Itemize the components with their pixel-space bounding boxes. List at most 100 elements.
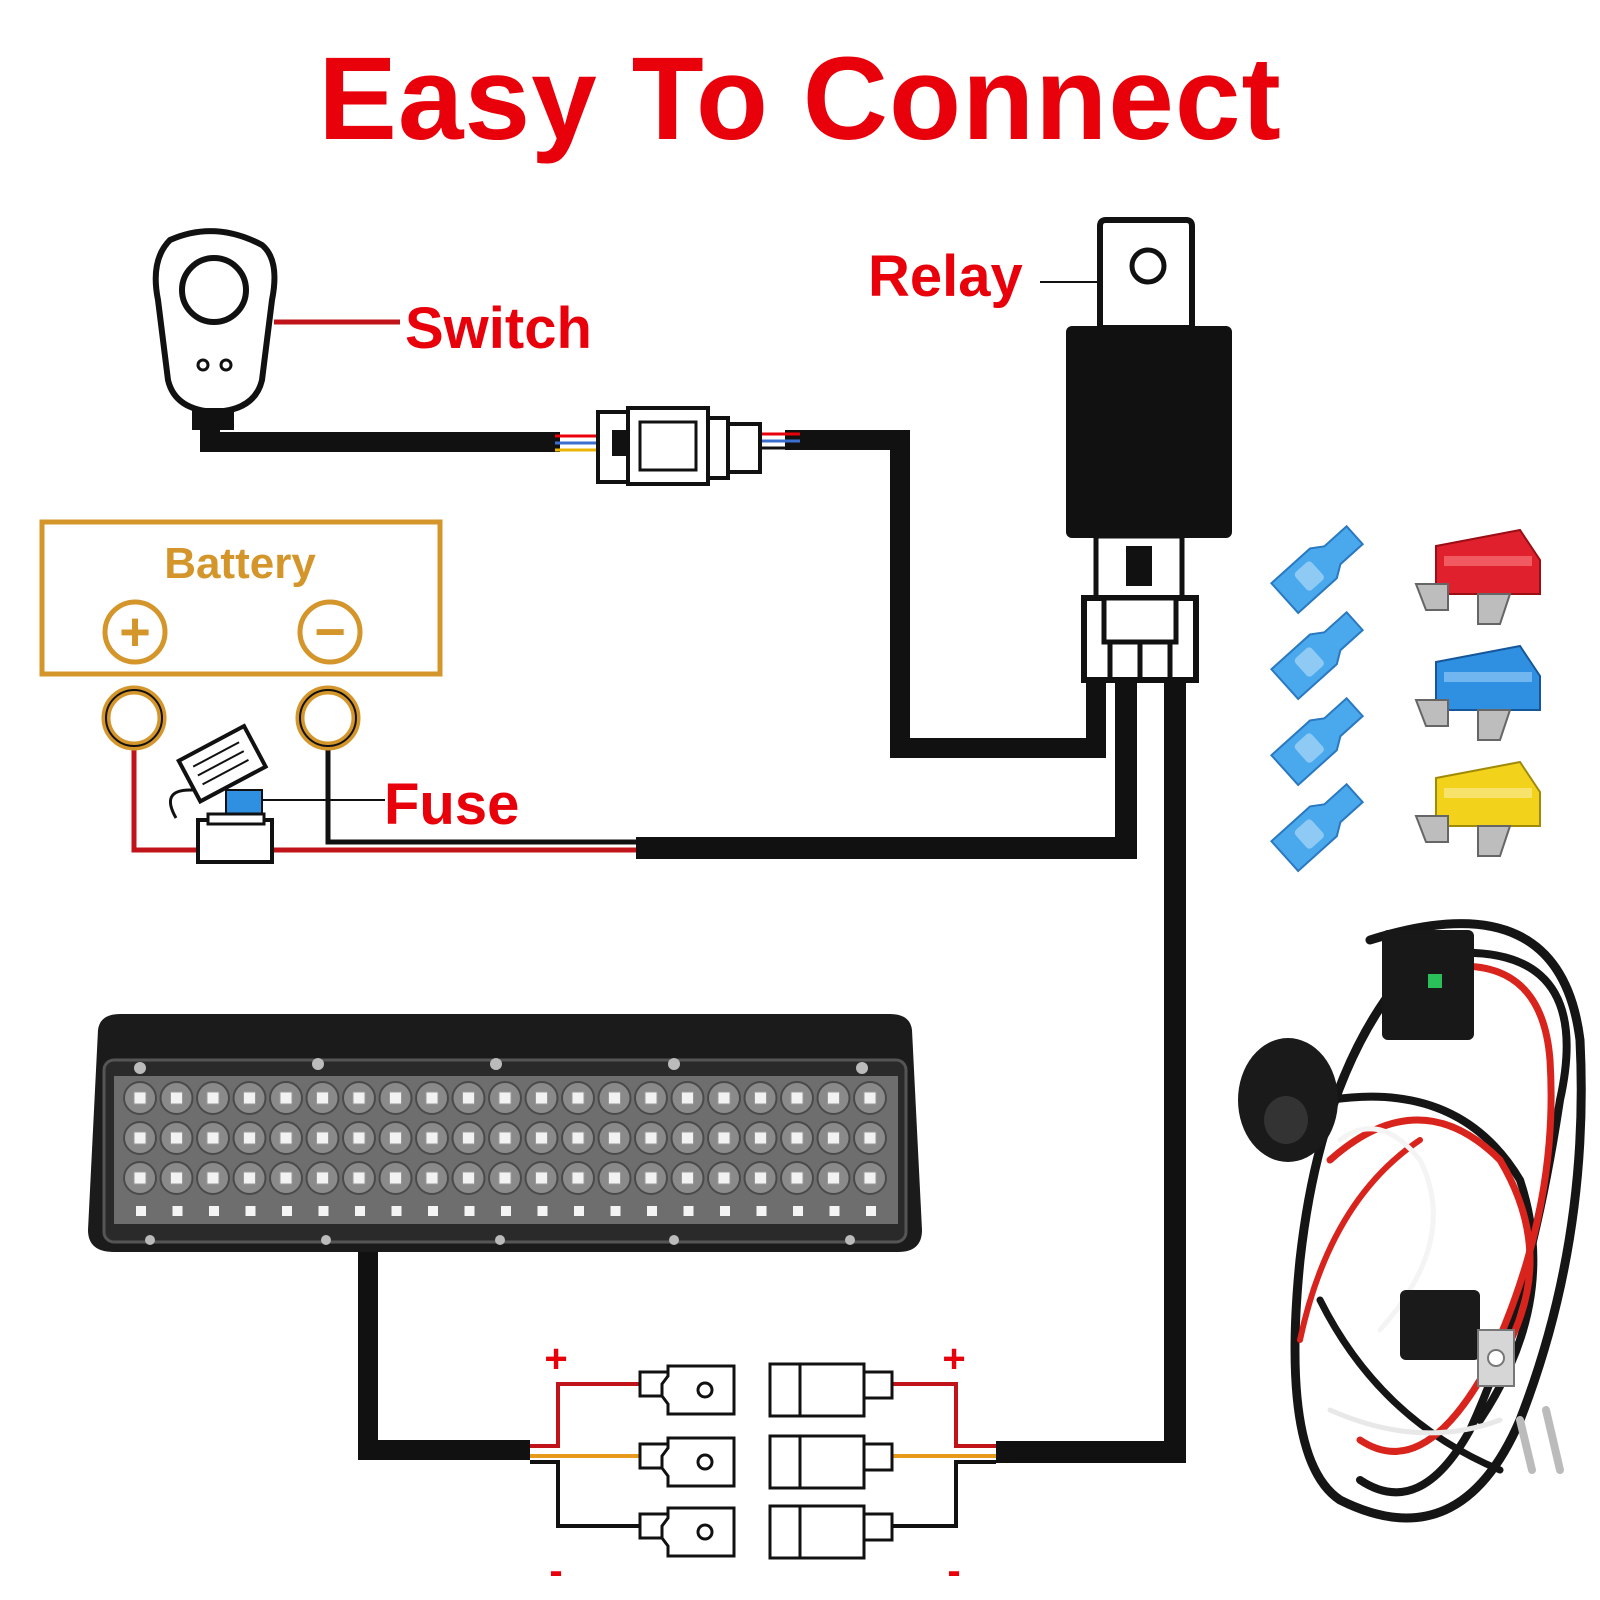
led-chip bbox=[389, 1091, 402, 1105]
led-chip-bottom bbox=[501, 1206, 511, 1216]
led-chip-bottom bbox=[318, 1206, 329, 1216]
blade-fuse-blue bbox=[1414, 644, 1541, 741]
led-chip bbox=[827, 1091, 840, 1105]
led-chip bbox=[206, 1171, 220, 1185]
spade-terminal-left-3 bbox=[638, 1506, 736, 1558]
battery-minus-sign: − bbox=[314, 602, 346, 662]
spade-terminal-left-2 bbox=[638, 1436, 736, 1488]
led-chip bbox=[644, 1091, 658, 1105]
led-chip bbox=[425, 1171, 439, 1185]
red-wires bbox=[131, 319, 636, 853]
led-chip bbox=[352, 1131, 366, 1145]
led-chip bbox=[827, 1171, 840, 1185]
female-terminal-right-1 bbox=[768, 1362, 894, 1418]
led-chip bbox=[717, 1131, 731, 1145]
led-chip bbox=[681, 1131, 694, 1145]
spade-terminals bbox=[1269, 524, 1365, 873]
led-chip bbox=[754, 1091, 767, 1105]
led-chip-bottom bbox=[391, 1206, 402, 1216]
minus-left: - bbox=[549, 1549, 562, 1593]
battery-icon: Battery + − bbox=[39, 519, 443, 751]
page-title: Easy To Connect bbox=[318, 33, 1282, 165]
led-chip bbox=[608, 1131, 621, 1145]
led-chip bbox=[608, 1091, 621, 1105]
led-chip bbox=[425, 1091, 439, 1105]
led-chip bbox=[863, 1091, 877, 1105]
led-chip bbox=[462, 1091, 475, 1105]
led-chip bbox=[717, 1091, 731, 1105]
led-chip bbox=[790, 1171, 804, 1185]
led-chip bbox=[133, 1131, 147, 1145]
led-chip-bottom bbox=[464, 1206, 475, 1216]
led-chip bbox=[571, 1131, 585, 1145]
led-chip-bottom bbox=[355, 1206, 365, 1216]
fuse-holder-icon bbox=[168, 723, 274, 864]
led-chip bbox=[681, 1171, 694, 1185]
led-chip bbox=[243, 1091, 256, 1105]
led-chip bbox=[571, 1091, 585, 1105]
led-chip-bottom bbox=[720, 1206, 730, 1216]
led-chip bbox=[133, 1171, 147, 1185]
led-chip bbox=[389, 1131, 402, 1145]
led-chip bbox=[754, 1131, 767, 1145]
led-chip-bottom bbox=[829, 1206, 840, 1216]
led-chip-bottom bbox=[866, 1206, 876, 1216]
led-chip bbox=[644, 1171, 658, 1185]
switch-icon bbox=[152, 228, 278, 430]
spade-terminal-left-1 bbox=[638, 1364, 736, 1416]
blade-fuse-red bbox=[1414, 528, 1541, 625]
battery-plus-sign: + bbox=[119, 602, 151, 662]
led-chip bbox=[754, 1171, 767, 1185]
led-chip bbox=[133, 1091, 147, 1105]
output-wire bbox=[996, 680, 1186, 1463]
led-chip bbox=[316, 1171, 329, 1185]
lightbar-wire bbox=[358, 1240, 530, 1460]
led-chip bbox=[790, 1091, 804, 1105]
led-chip bbox=[535, 1131, 548, 1145]
lightbar-connector-left: + - bbox=[530, 1337, 736, 1593]
led-chip bbox=[425, 1131, 439, 1145]
led-chip bbox=[279, 1171, 293, 1185]
fuse-label: Fuse bbox=[384, 772, 519, 837]
led-chip bbox=[243, 1131, 256, 1145]
led-chip bbox=[170, 1091, 183, 1105]
relay-icon bbox=[1066, 217, 1232, 683]
switch-wire bbox=[200, 420, 560, 452]
led-chip-bottom bbox=[793, 1206, 803, 1216]
led-chip-bottom bbox=[172, 1206, 183, 1216]
led-chip bbox=[279, 1091, 293, 1105]
led-chip bbox=[498, 1171, 512, 1185]
blade-fuse-yellow bbox=[1414, 760, 1541, 857]
led-chip-bottom bbox=[574, 1206, 584, 1216]
relay-signal-wire bbox=[785, 430, 1106, 758]
led-chip bbox=[863, 1171, 877, 1185]
led-chip bbox=[681, 1091, 694, 1105]
led-chip bbox=[644, 1131, 658, 1145]
led-chip bbox=[827, 1131, 840, 1145]
led-chip bbox=[389, 1171, 402, 1185]
led-chip-bottom bbox=[756, 1206, 767, 1216]
led-chip-bottom bbox=[610, 1206, 621, 1216]
led-chip bbox=[243, 1171, 256, 1185]
battery-label: Battery bbox=[164, 539, 316, 588]
led-chip bbox=[498, 1131, 512, 1145]
minus-right: - bbox=[947, 1549, 960, 1593]
led-chip-bottom bbox=[537, 1206, 548, 1216]
led-chip bbox=[316, 1091, 329, 1105]
led-chip bbox=[206, 1091, 220, 1105]
led-chip bbox=[170, 1171, 183, 1185]
led-chip bbox=[316, 1131, 329, 1145]
light-bar-icon bbox=[88, 1014, 922, 1252]
led-chip bbox=[535, 1171, 548, 1185]
led-chip bbox=[170, 1131, 183, 1145]
led-chip bbox=[535, 1091, 548, 1105]
black-thin-wires bbox=[325, 744, 636, 845]
harness-connector-right: + - bbox=[768, 1337, 996, 1593]
plus-left: + bbox=[544, 1337, 567, 1381]
led-chip bbox=[571, 1171, 585, 1185]
led-chip-bottom bbox=[647, 1206, 657, 1216]
led-chip bbox=[717, 1171, 731, 1185]
led-chip bbox=[498, 1091, 512, 1105]
